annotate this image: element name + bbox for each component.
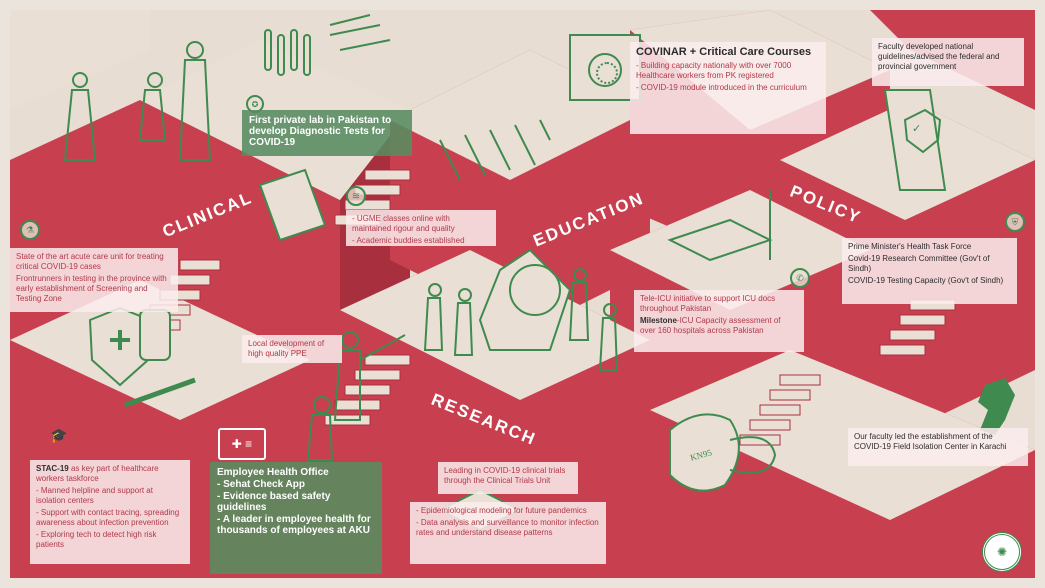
task-force-line: Covid-19 Research Committee (Gov't of Si… xyxy=(848,254,990,273)
stac-card: STAC-19 as key part of healthcare worker… xyxy=(30,460,190,564)
research-bullet: - Epidemiological modeling for future pa… xyxy=(416,506,587,515)
faculty-guidelines-card: Faculty developed national guidelines/ad… xyxy=(872,38,1024,86)
shield-icon: ⛨ xyxy=(1005,212,1025,232)
milestone-text: -ICU Capacity assessment of over 160 hos… xyxy=(640,316,781,335)
virus-icon xyxy=(596,62,618,84)
acute-care-line: State of the art acute care unit for tre… xyxy=(16,252,164,271)
stac-intro-line: STAC-19 as key part of healthcare worker… xyxy=(36,464,184,484)
logo-seal-icon: ✺ xyxy=(982,532,1022,572)
stac-bullet: - Manned helpline and support at isolati… xyxy=(36,486,153,505)
medical-kit-icon: ✚ ≡ xyxy=(218,428,266,460)
scroll-shield-icon: ✓ xyxy=(912,123,922,135)
covinar-card: COVINAR + Critical Care Courses - Buildi… xyxy=(630,42,826,134)
covinar-bullet: - Building capacity nationally with over… xyxy=(636,61,792,80)
employee-health-line: - Evidence based safety guidelines xyxy=(217,491,331,513)
test-tube-icon: ⚗ xyxy=(20,220,40,240)
ugme-bullet: - UGME classes online with maintained ri… xyxy=(352,214,455,233)
task-force-card: Prime Minister's Health Task Force Covid… xyxy=(842,238,1017,304)
field-isolation-card: Our faculty led the establishment of the… xyxy=(848,428,1028,466)
infographic-frame: CLINICAL EDUCATION POLICY RESEARCH COVIN… xyxy=(10,10,1035,578)
employee-health-card: Employee Health Office - Sehat Check App… xyxy=(210,462,382,574)
wifi-icon: ≋ xyxy=(346,186,366,206)
task-force-line: Prime Minister's Health Task Force xyxy=(848,242,972,251)
employee-health-line: - Sehat Check App xyxy=(217,479,305,490)
research-points-card: - Epidemiological modeling for future pa… xyxy=(410,502,606,564)
tele-icu-line1: Tele-ICU initiative to support ICU docs … xyxy=(640,294,776,313)
acute-care-card: State of the art acute care unit for tre… xyxy=(10,248,178,312)
acute-care-line: Frontrunners in testing in the province … xyxy=(16,274,167,303)
faculty-guidelines-text: Faculty developed national guidelines/ad… xyxy=(878,42,1000,71)
ugme-card: - UGME classes online with maintained ri… xyxy=(346,210,496,246)
stac-label: STAC-19 xyxy=(36,464,69,473)
tele-icu-card: Tele-ICU initiative to support ICU docs … xyxy=(634,290,804,352)
tele-icu-milestone: Milestone-ICU Capacity assessment of ove… xyxy=(640,316,798,336)
stac-bullet: - Exploring tech to detect high risk pat… xyxy=(36,530,157,549)
ppe-text: Local development of high quality PPE xyxy=(248,339,325,358)
private-lab-text: First private lab in Pakistan to develop… xyxy=(249,115,392,148)
stac-intro: as key part of healthcare workers taskfo… xyxy=(36,464,159,483)
covinar-bullet: - COVID-19 module introduced in the curr… xyxy=(636,83,807,92)
pakistan-map-icon xyxy=(978,378,1015,435)
milestone-label: Milestone xyxy=(640,316,677,325)
field-isolation-text: Our faculty led the establishment of the… xyxy=(854,432,1007,451)
research-bullet: - Data analysis and surveillance to moni… xyxy=(416,518,599,537)
clinical-trials-text: Leading in COVID-19 clinical trials thro… xyxy=(444,466,566,485)
stac-bullet: - Support with contact tracing, spreadin… xyxy=(36,508,180,527)
employee-health-line: - A leader in employee health for thousa… xyxy=(217,514,371,536)
task-force-line: COVID-19 Testing Capacity (Gov't of Sind… xyxy=(848,276,1004,285)
ppe-card: Local development of high quality PPE xyxy=(242,335,342,363)
graduation-network-icon: 🎓 xyxy=(50,426,68,443)
private-lab-card: First private lab in Pakistan to develop… xyxy=(242,110,412,156)
covinar-title: COVINAR + Critical Care Courses xyxy=(636,46,812,58)
clinical-trials-card: Leading in COVID-19 clinical trials thro… xyxy=(438,462,578,494)
ugme-bullet: - Academic buddies established xyxy=(352,236,465,245)
phone-icon: ✆ xyxy=(790,268,810,288)
employee-health-line: Employee Health Office xyxy=(217,467,329,478)
